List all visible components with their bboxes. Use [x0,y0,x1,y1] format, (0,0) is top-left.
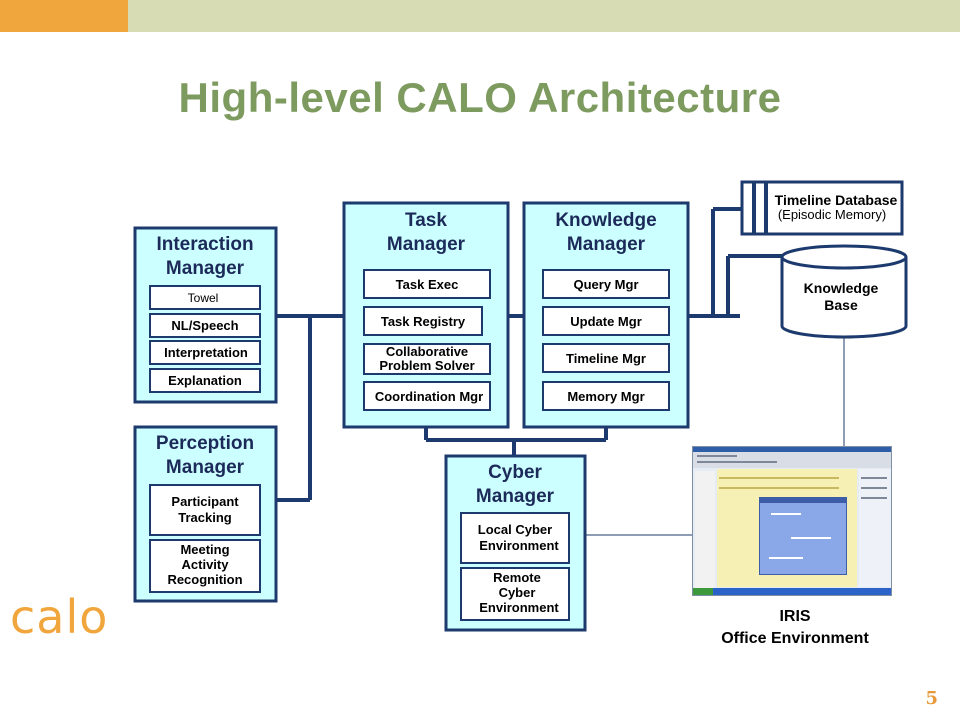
interaction-manager-title-1: Interaction [156,234,253,255]
module-memory-mgr: Memory Mgr [567,389,644,404]
timeline-database-subtitle: (Episodic Memory) [778,207,886,222]
module-participant-tracking-1: Participant [171,494,239,509]
module-remote-cyber-2: Cyber [499,585,536,600]
iris-label: IRIS [779,608,811,625]
module-task-exec: Task Exec [396,277,459,292]
knowledge-manager-title-1: Knowledge [555,210,656,231]
module-collaborative-2: Problem Solver [379,358,474,373]
knowledge-base-label-1: Knowledge [804,280,879,296]
slide-title: High-level CALO Architecture [178,74,782,121]
perception-manager-title-2: Manager [166,457,245,478]
task-manager-title-2: Manager [387,234,466,255]
module-remote-cyber-1: Remote [493,570,541,585]
cyber-manager-title-1: Cyber [488,462,542,483]
knowledge-base-label-2: Base [824,297,858,313]
timeline-database: Timeline Database (Episodic Memory) [740,180,904,236]
module-interpretation: Interpretation [164,345,248,360]
module-timeline-mgr: Timeline Mgr [566,351,646,366]
cyber-manager: Cyber Manager Local Cyber Environment Re… [444,454,587,632]
iris-screenshot [692,446,892,596]
cyber-manager-title-2: Manager [476,486,555,507]
knowledge-manager-title-2: Manager [567,234,646,255]
module-meeting-activity-2: Activity [182,557,230,572]
module-local-cyber-2: Environment [479,538,559,553]
module-local-cyber-1: Local Cyber [478,522,552,537]
interaction-manager: Interaction Manager Towel NL/Speech Inte… [133,226,278,404]
task-manager: Task Manager Task Exec Task Registry Col… [342,201,510,429]
header-band-olive [128,0,960,32]
module-update-mgr: Update Mgr [570,314,642,329]
calo-logo: calo [10,590,109,644]
interaction-manager-title-2: Manager [166,258,245,279]
iris-sublabel: Office Environment [721,630,869,647]
module-nl-speech: NL/Speech [171,318,238,333]
module-remote-cyber-3: Environment [479,600,559,615]
module-explanation: Explanation [168,373,242,388]
module-meeting-activity-1: Meeting [180,542,229,557]
knowledge-manager: Knowledge Manager Query Mgr Update Mgr T… [522,201,690,429]
page-number: 5 [925,688,938,709]
perception-manager-title-1: Perception [156,433,254,454]
knowledge-base-cylinder: Knowledge Base [780,244,908,339]
module-collaborative-1: Collaborative [386,344,468,359]
task-manager-title-1: Task [405,210,447,231]
timeline-database-title: Timeline Database [775,192,898,208]
connector-lines [277,207,845,536]
header-band-orange [0,0,128,32]
perception-manager: Perception Manager Participant Tracking … [133,425,278,603]
module-participant-tracking-2: Tracking [178,510,232,525]
module-meeting-activity-3: Recognition [167,572,242,587]
module-task-registry: Task Registry [381,314,466,329]
module-query-mgr: Query Mgr [573,277,638,292]
module-coordination-mgr: Coordination Mgr [375,389,483,404]
module-towel: Towel [188,291,219,305]
